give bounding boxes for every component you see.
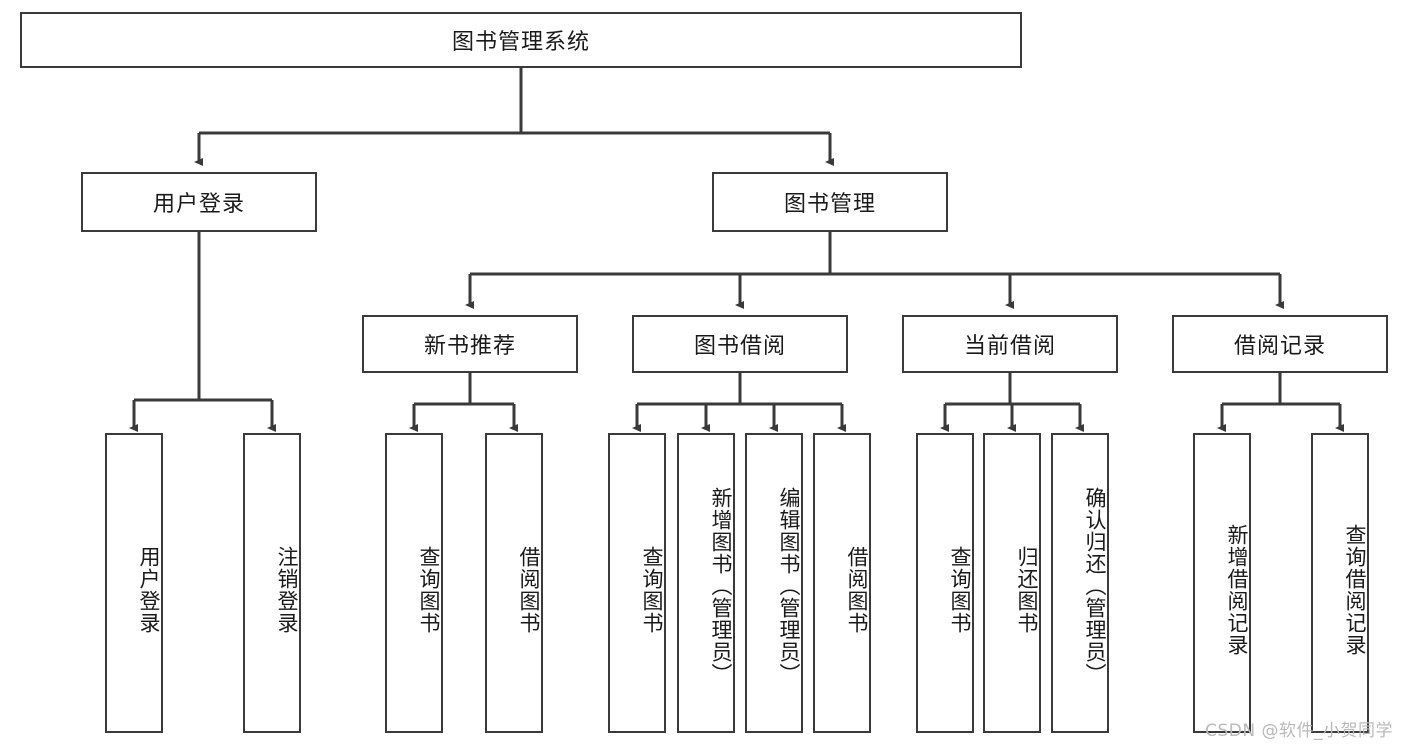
leaf-current-borrow-confirm-return-admin[interactable]: 确认归还（管理员） [1051, 433, 1109, 733]
leaf-book-borrow-add-book-admin[interactable]: 新增图书（管理员） [677, 433, 735, 733]
node-current-borrow[interactable]: 当前借阅 [902, 315, 1118, 373]
leaf-book-borrow-query-books[interactable]: 查询图书 [608, 433, 666, 733]
leaf-current-borrow-query-books[interactable]: 查询图书 [916, 433, 974, 733]
node-book-management[interactable]: 图书管理 [712, 172, 948, 232]
leaf-user-login-login[interactable]: 用户登录 [105, 433, 163, 733]
leaf-book-borrow-borrow-books[interactable]: 借阅图书 [813, 433, 871, 733]
leaf-new-book-borrow-books[interactable]: 借阅图书 [485, 433, 543, 733]
node-book-borrow[interactable]: 图书借阅 [632, 315, 848, 373]
node-new-book-recommend[interactable]: 新书推荐 [362, 315, 578, 373]
node-root-book-management-system[interactable]: 图书管理系统 [20, 12, 1022, 68]
leaf-user-login-logout[interactable]: 注销登录 [243, 433, 301, 733]
leaf-book-borrow-edit-book-admin[interactable]: 编辑图书（管理员） [745, 433, 803, 733]
node-user-login[interactable]: 用户登录 [81, 172, 317, 232]
leaf-borrow-record-query-record[interactable]: 查询借阅记录 [1311, 433, 1369, 733]
leaf-new-book-query-books[interactable]: 查询图书 [385, 433, 443, 733]
watermark-text: CSDN @软件_小贺同学 [1205, 721, 1393, 741]
node-borrow-record[interactable]: 借阅记录 [1172, 315, 1388, 373]
leaf-current-borrow-return-books[interactable]: 归还图书 [983, 433, 1041, 733]
leaf-borrow-record-add-record[interactable]: 新增借阅记录 [1193, 433, 1251, 733]
